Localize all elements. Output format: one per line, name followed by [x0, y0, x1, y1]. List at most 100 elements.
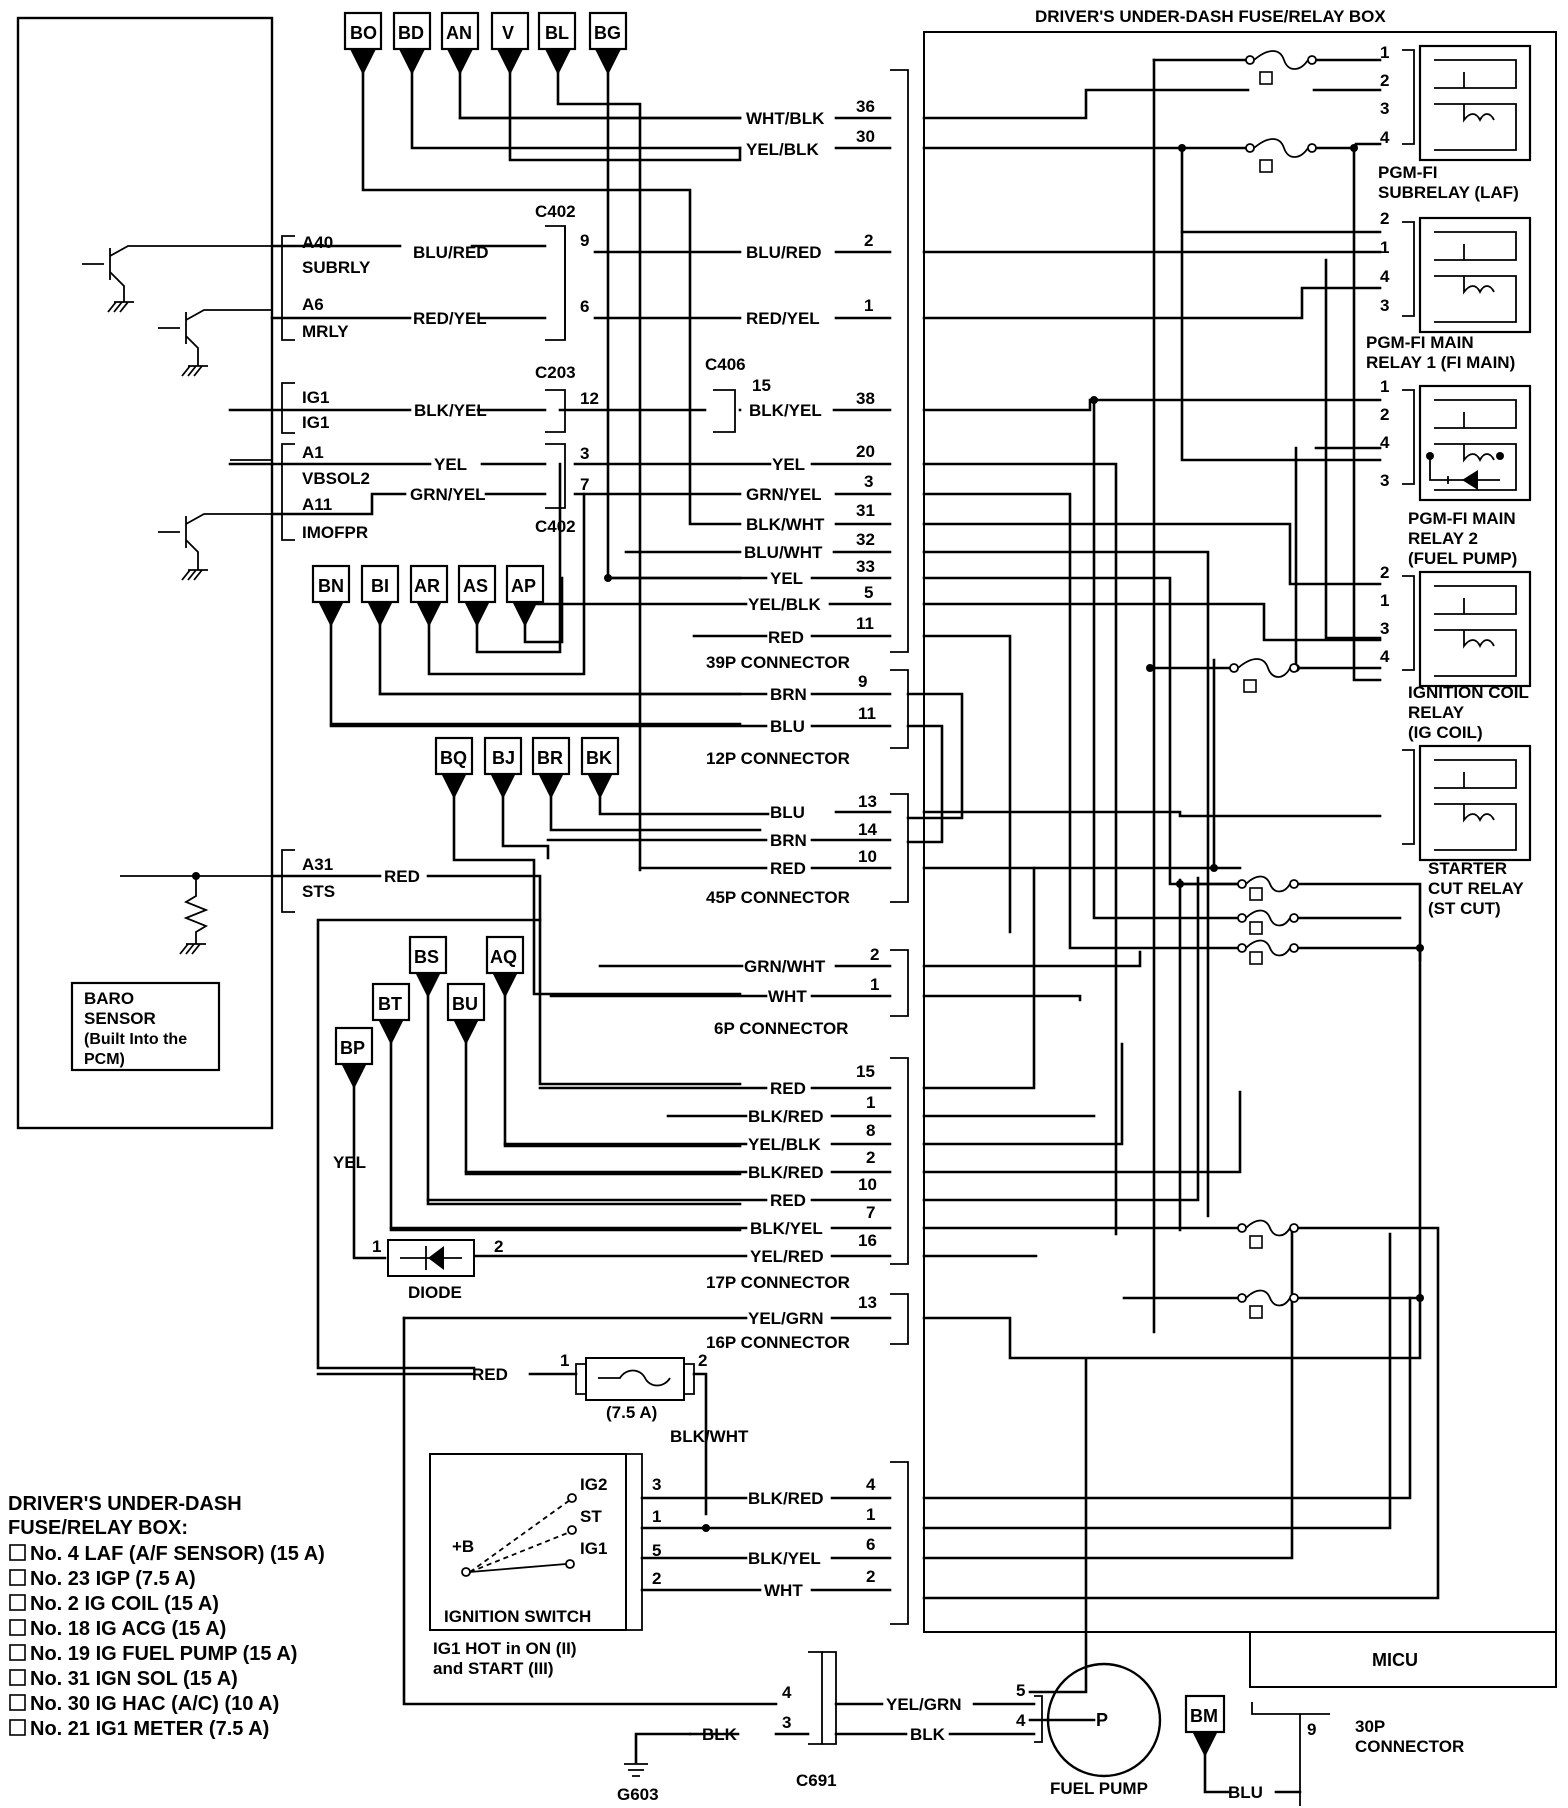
legend-item: No. 4 LAF (A/F SENSOR) (15 A): [30, 1543, 325, 1565]
svg-text:A6: A6: [302, 295, 324, 314]
svg-text:WHT: WHT: [764, 1581, 803, 1600]
svg-text:RELAY 1 (FI MAIN): RELAY 1 (FI MAIN): [1366, 353, 1515, 372]
svg-text:14: 14: [858, 820, 877, 839]
svg-text:GRN/WHT: GRN/WHT: [744, 957, 826, 976]
svg-text:CUT RELAY: CUT RELAY: [1428, 879, 1524, 898]
svg-text:AR: AR: [414, 576, 440, 596]
svg-text:BLK/RED: BLK/RED: [748, 1489, 824, 1508]
fuel-pump: P FUEL PUMP: [1042, 1662, 1162, 1798]
svg-text:32: 32: [856, 530, 875, 549]
svg-text:45P CONNECTOR: 45P CONNECTOR: [706, 888, 850, 907]
svg-text:C406: C406: [705, 355, 746, 374]
svg-text:11: 11: [858, 704, 876, 723]
svg-text:9: 9: [580, 231, 589, 250]
svg-text:BLU/WHT: BLU/WHT: [744, 543, 823, 562]
svg-text:39P CONNECTOR: 39P CONNECTOR: [706, 653, 850, 672]
low-terminal-wires: [441, 773, 770, 996]
svg-text:1: 1: [372, 1237, 381, 1256]
svg-text:9: 9: [858, 672, 867, 691]
svg-text:1: 1: [560, 1351, 569, 1370]
svg-text:BLK/YEL: BLK/YEL: [414, 401, 487, 420]
svg-text:31: 31: [856, 501, 875, 520]
svg-text:2: 2: [864, 231, 873, 250]
svg-text:BLU/RED: BLU/RED: [746, 243, 822, 262]
svg-text:YEL: YEL: [770, 569, 803, 588]
svg-text:3: 3: [1380, 619, 1389, 638]
svg-text:BK: BK: [586, 748, 612, 768]
svg-text:3: 3: [864, 472, 873, 491]
svg-text:YEL: YEL: [333, 1153, 366, 1172]
sts-wire: RED: [270, 867, 742, 1370]
legend-item: No. 19 IG FUEL PUMP (15 A): [30, 1643, 297, 1665]
svg-text:BLK/YEL: BLK/YEL: [750, 1219, 823, 1238]
svg-text:BO: BO: [350, 23, 377, 43]
legend-checkbox: [9, 1594, 26, 1611]
svg-text:YEL/BLK: YEL/BLK: [748, 595, 821, 614]
svg-text:IG2: IG2: [580, 1475, 607, 1494]
wires-6p: GRN/WHT 2 WHT 1 6P CONNECTOR: [549, 945, 892, 1038]
wires-17p: RED 15 BLK/RED 1 YEL/BLK 8 BLK/RED 2 RED…: [389, 1062, 892, 1292]
svg-text:10: 10: [858, 1175, 877, 1194]
svg-text:RELAY: RELAY: [1408, 703, 1465, 722]
fuse-box-title: DRIVER'S UNDER-DASH FUSE/RELAY BOX: [1035, 7, 1386, 26]
svg-text:2: 2: [1380, 405, 1389, 424]
c691-connector: 4 3 C691: [782, 1651, 837, 1790]
pcm-connector-pins: A40 SUBRLY A6 MRLY IG1 IG1 A1 VBSOL2 A11…: [281, 233, 371, 913]
legend-checkbox: [9, 1569, 26, 1586]
wires-45p: BLU 13 BRN 14 RED 10 45P CONNECTOR: [546, 792, 892, 907]
svg-text:4: 4: [1380, 128, 1390, 147]
svg-text:2: 2: [652, 1569, 661, 1588]
svg-text:2: 2: [698, 1351, 707, 1370]
svg-text:and START (III): and START (III): [433, 1659, 554, 1678]
svg-text:YEL/BLK: YEL/BLK: [746, 140, 819, 159]
svg-text:(ST CUT): (ST CUT): [1428, 899, 1501, 918]
svg-text:17P CONNECTOR: 17P CONNECTOR: [706, 1273, 850, 1292]
legend-item: No. 23 IGP (7.5 A): [30, 1568, 196, 1590]
svg-text:IMOFPR: IMOFPR: [302, 523, 368, 542]
svg-text:RED/YEL: RED/YEL: [413, 309, 487, 328]
svg-text:SENSOR: SENSOR: [84, 1009, 156, 1028]
svg-text:5: 5: [1016, 1681, 1025, 1700]
svg-text:8: 8: [866, 1121, 875, 1140]
svg-text:DRIVER'S UNDER-DASH: DRIVER'S UNDER-DASH: [8, 1493, 242, 1515]
svg-text:BG: BG: [594, 23, 621, 43]
pcm-box: [16, 16, 274, 1130]
svg-text:BR: BR: [537, 748, 563, 768]
svg-text:20: 20: [856, 442, 875, 461]
svg-text:V: V: [502, 23, 514, 43]
svg-text:16P CONNECTOR: 16P CONNECTOR: [706, 1333, 850, 1352]
svg-text:2: 2: [1380, 563, 1389, 582]
relay-fi-main-1: 2 1 4 3 PGM-FI MAIN RELAY 1 (FI MAIN): [1366, 209, 1532, 372]
svg-text:SUBRELAY (LAF): SUBRELAY (LAF): [1378, 183, 1519, 202]
svg-text:BS: BS: [414, 947, 439, 967]
bottom-terminal-wires: YEL: [333, 972, 742, 1260]
svg-text:IG1: IG1: [302, 388, 329, 407]
svg-text:WHT/BLK: WHT/BLK: [746, 109, 825, 128]
svg-text:SUBRLY: SUBRLY: [302, 258, 371, 277]
bottom-terminals: BS AQ BT BU BP: [334, 935, 525, 1066]
ground-g603: G603: [617, 1732, 692, 1804]
svg-text:3: 3: [782, 1713, 791, 1732]
relay-laf: 1 2 3 4 PGM-FI SUBRELAY (LAF): [1378, 43, 1532, 202]
svg-text:PGM-FI: PGM-FI: [1378, 163, 1438, 182]
svg-text:P: P: [1096, 1710, 1108, 1730]
svg-text:IG1: IG1: [580, 1539, 607, 1558]
svg-text:C402: C402: [535, 517, 576, 536]
svg-text:YEL/GRN: YEL/GRN: [748, 1309, 824, 1328]
svg-text:10: 10: [858, 847, 877, 866]
svg-text:PGM-FI MAIN: PGM-FI MAIN: [1366, 333, 1474, 352]
svg-text:BRN: BRN: [770, 831, 807, 850]
svg-text:C402: C402: [535, 202, 576, 221]
svg-text:BLU: BLU: [770, 803, 805, 822]
svg-text:FUSE/RELAY BOX:: FUSE/RELAY BOX:: [8, 1517, 188, 1539]
svg-text:A31: A31: [302, 855, 333, 874]
svg-text:1: 1: [864, 296, 873, 315]
svg-text:BLK/WHT: BLK/WHT: [746, 515, 825, 534]
svg-text:MICU: MICU: [1372, 1650, 1418, 1670]
svg-text:BT: BT: [378, 994, 402, 1014]
legend-item: No. 31 IGN SOL (15 A): [30, 1668, 238, 1690]
svg-text:BLU/RED: BLU/RED: [413, 243, 489, 262]
svg-text:1: 1: [1380, 591, 1389, 610]
svg-text:13: 13: [858, 792, 877, 811]
svg-text:6: 6: [580, 297, 589, 316]
